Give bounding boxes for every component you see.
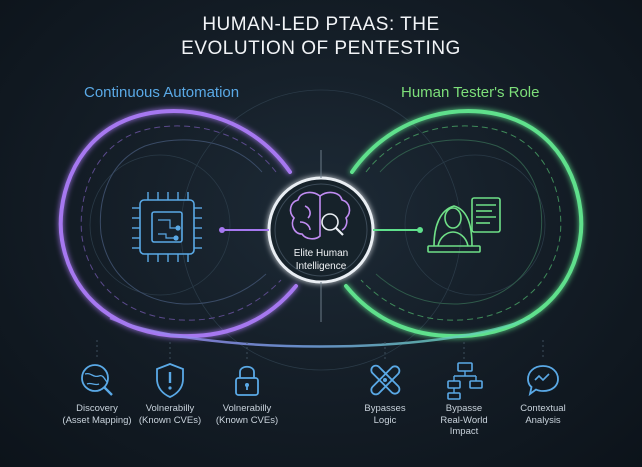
feature-1-line-1: Discovery — [76, 403, 118, 414]
processor-chip-icon — [132, 192, 202, 262]
feature-6-line-1: Contextual — [520, 403, 566, 414]
left-loop-inner-ring — [99, 139, 267, 305]
center-label-line-2: Intelligence — [295, 261, 347, 272]
feature-2-line-1: Volnerabilly — [145, 403, 195, 414]
shield-alert-icon — [156, 363, 184, 398]
feature-vulnerability-shield: Volnerabilly (Known CVEs) — [115, 360, 225, 426]
feature-3-line-1: Volnerabilly — [222, 403, 272, 414]
padlock-icon — [235, 365, 259, 396]
brain-magnifier-icon — [289, 191, 351, 240]
left-label-continuous-automation: Continuous Automation — [84, 84, 240, 101]
crossed-bandage-icon — [370, 364, 401, 396]
right-label-human-testers-role: Human Tester's Role — [401, 84, 540, 101]
speech-bubble-icon — [527, 365, 559, 397]
center-label-line-1: Elite Human — [293, 248, 349, 259]
feature-real-world-impact: Bypasse Real-World Impact — [409, 360, 519, 438]
feature-5-line-3: Impact — [449, 426, 479, 437]
title-line-2: EVOLUTION OF PENTESTING — [181, 38, 461, 59]
feature-6-line-2: Analysis — [525, 414, 561, 426]
feature-2-line-2: (Known CVEs) — [138, 414, 202, 426]
feature-contextual-analysis: Contextual Analysis — [488, 360, 598, 426]
feature-vulnerability-lock: Volnerabilly (Known CVEs) — [192, 360, 302, 426]
feature-leaders — [96, 340, 544, 360]
feature-bypasses-logic: Bypasses Logic — [330, 360, 440, 426]
feature-4-line-2: Logic — [373, 414, 397, 426]
left-loop — [58, 109, 298, 339]
feature-1-line-2: (Asset Mapping) — [62, 414, 132, 426]
background-guide-circles — [89, 89, 546, 371]
feature-5-line-2: Real-World — [440, 414, 488, 426]
globe-search-icon — [81, 364, 113, 396]
feature-4-line-1: Bypasses — [364, 403, 406, 414]
feature-5-line-1: Bypasse — [445, 403, 483, 414]
title-line-1: HUMAN-LED PTAAS: THE — [202, 14, 440, 35]
left-loop-inner-dashes — [80, 125, 282, 321]
right-loop — [344, 109, 584, 339]
hooded-tester-icon — [427, 197, 501, 253]
feature-discovery: Discovery (Asset Mapping) — [42, 360, 152, 426]
right-loop-inner-dashes — [360, 125, 562, 321]
bottom-glow-sweep — [109, 316, 531, 348]
feature-3-line-2: (Known CVEs) — [215, 414, 279, 426]
center-inner-ring — [274, 183, 368, 277]
flowchart-icon — [447, 362, 483, 400]
right-loop-inner-ring — [375, 139, 543, 305]
